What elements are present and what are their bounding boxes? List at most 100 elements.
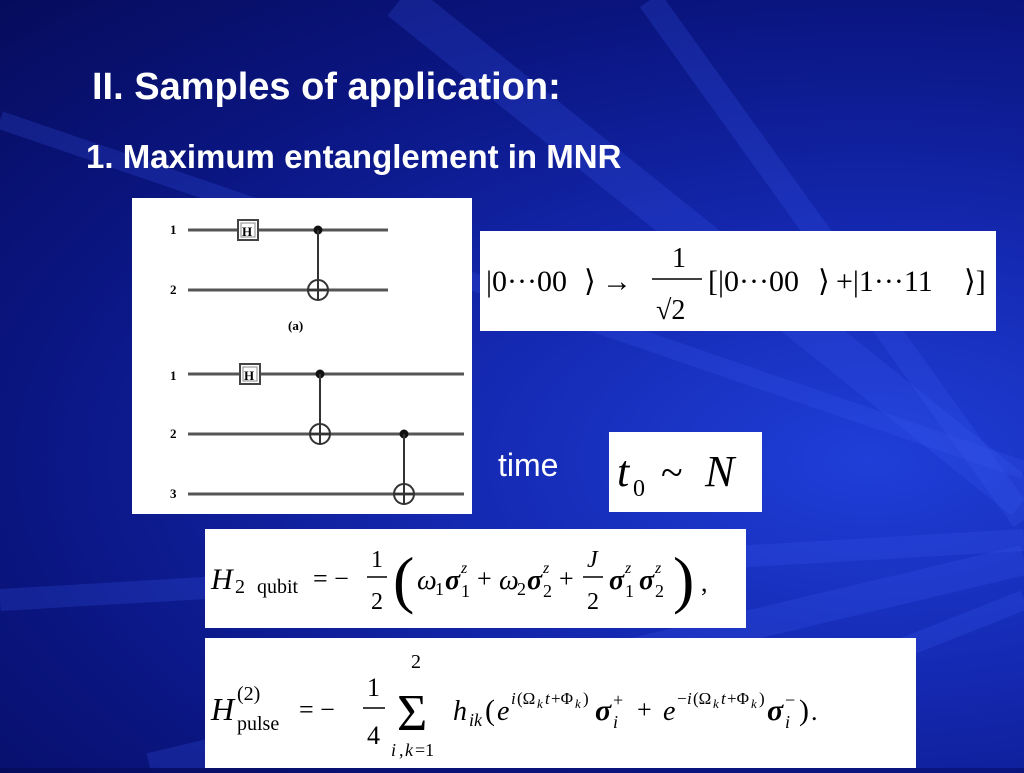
svg-text:): ) (759, 689, 765, 708)
svg-text:(Ω: (Ω (517, 689, 535, 708)
svg-text:2: 2 (371, 589, 383, 615)
svg-text:t: t (545, 689, 551, 708)
svg-text:+|1···11: +|1···11 (836, 265, 933, 298)
svg-text:→: → (602, 265, 632, 298)
svg-text:): ) (799, 694, 809, 727)
svg-text:2: 2 (517, 579, 526, 599)
svg-text:(: ( (485, 694, 495, 727)
svg-text:ik: ik (469, 710, 483, 730)
pulse-hamiltonian-formula: H (2) pulse = − 1 4 2 Σ i , k =1 h ik ( … (210, 651, 818, 760)
ghz-state-formula: |0···00 ⟩ → 1 √2 [|0···00 ⟩ +|1···11 ⟩] (486, 243, 986, 326)
svg-text:σ: σ (609, 565, 625, 596)
time-label: time (498, 447, 559, 483)
svg-text:t: t (721, 689, 727, 708)
svg-text:e: e (497, 696, 509, 727)
svg-text:1: 1 (371, 547, 383, 573)
time-scaling-equation: t 0 ~ N (609, 432, 762, 512)
circuit-b-wire-label-3: 3 (170, 486, 177, 501)
circuit-a-wire-label-2: 2 (170, 282, 177, 297)
svg-text:−: − (677, 689, 687, 708)
svg-text:ω: ω (499, 565, 519, 596)
slide-title: II. Samples of application: (92, 66, 561, 108)
svg-text:(2): (2) (237, 683, 260, 705)
svg-text:+: + (613, 690, 623, 710)
svg-text:~: ~ (661, 450, 683, 495)
svg-text:k: k (405, 740, 414, 760)
svg-text:.: . (811, 697, 818, 726)
svg-text:2: 2 (587, 589, 599, 615)
svg-text:z: z (460, 560, 468, 577)
quantum-circuit-diagram: 1 2 H (a) 1 2 3 H (170, 219, 464, 505)
svg-text:2: 2 (411, 651, 421, 673)
svg-text:N: N (704, 447, 737, 496)
svg-text:= −: = − (313, 564, 349, 593)
svg-text:+: + (477, 564, 492, 593)
svg-text:,: , (399, 740, 404, 760)
svg-text:=1: =1 (415, 740, 434, 760)
svg-text:): ) (673, 544, 694, 615)
svg-text:(: ( (393, 544, 414, 615)
circuit-diagram-panel: 1 2 H (a) 1 2 3 H (132, 198, 472, 514)
svg-text:J: J (587, 547, 599, 573)
svg-text:(Ω: (Ω (693, 689, 711, 708)
hadamard-gate-a (237, 219, 259, 241)
svg-text:+: + (637, 695, 652, 724)
svg-text:z: z (624, 560, 632, 577)
circuit-b-wire-label-2: 2 (170, 426, 177, 441)
svg-text:σ: σ (595, 694, 612, 727)
svg-text:k: k (537, 696, 543, 711)
circuit-a-caption: (a) (288, 318, 303, 333)
svg-text:): ) (583, 689, 589, 708)
svg-text:= −: = − (299, 695, 335, 724)
svg-text:i: i (687, 689, 692, 708)
svg-text:ω: ω (417, 565, 437, 596)
svg-text:+Φ: +Φ (551, 689, 573, 708)
svg-text:4: 4 (367, 721, 380, 750)
svg-text:−: − (785, 690, 795, 710)
svg-text:k: k (575, 696, 581, 711)
svg-text:⟩: ⟩ (584, 265, 596, 298)
svg-text:⟩: ⟩ (818, 265, 830, 298)
svg-text:i: i (511, 689, 516, 708)
hadamard-gate-b-label: H (244, 368, 254, 383)
svg-text:2: 2 (235, 576, 245, 598)
two-qubit-hamiltonian: H 2 qubit = − 1 2 ( ω 1 σ z 1 + ω 2 σ z … (205, 529, 746, 628)
two-qubit-hamiltonian-formula: H 2 qubit = − 1 2 ( ω 1 σ z 1 + ω 2 σ z … (210, 544, 708, 615)
svg-text:1: 1 (672, 243, 686, 274)
svg-text:0: 0 (633, 476, 645, 502)
svg-text:h: h (453, 696, 467, 727)
time-scaling-formula: t 0 ~ N (617, 447, 737, 502)
svg-text:+: + (559, 564, 574, 593)
svg-text:H: H (210, 563, 235, 596)
svg-text:z: z (654, 560, 662, 577)
hadamard-gate-b (239, 363, 261, 385)
svg-text:⟩]: ⟩] (964, 265, 986, 298)
svg-text:i: i (785, 712, 790, 732)
svg-text:1: 1 (367, 673, 380, 702)
svg-text:i: i (391, 740, 396, 760)
svg-text:σ: σ (445, 565, 461, 596)
svg-text:i: i (613, 712, 618, 732)
svg-text:σ: σ (527, 565, 543, 596)
slide-subtitle: 1. Maximum entanglement in MNR (86, 138, 622, 175)
svg-text:1: 1 (625, 581, 634, 601)
svg-text:√2: √2 (656, 295, 685, 326)
svg-text:Σ: Σ (397, 685, 427, 742)
svg-text:e: e (663, 696, 675, 727)
svg-text:pulse: pulse (237, 713, 279, 735)
svg-text:1: 1 (435, 579, 444, 599)
svg-text:σ: σ (639, 565, 655, 596)
svg-text:2: 2 (655, 581, 664, 601)
ghz-state-equation: |0···00 ⟩ → 1 √2 [|0···00 ⟩ +|1···11 ⟩] (480, 231, 996, 331)
svg-text:t: t (617, 447, 631, 496)
svg-text:k: k (751, 696, 757, 711)
hadamard-gate-a-label: H (242, 224, 252, 239)
circuit-a-wire-label-1: 1 (170, 222, 177, 237)
svg-text:σ: σ (767, 694, 784, 727)
svg-text:z: z (542, 560, 550, 577)
svg-text:qubit: qubit (257, 576, 299, 598)
circuit-b-wire-label-1: 1 (170, 368, 177, 383)
svg-text:k: k (713, 696, 719, 711)
svg-text:,: , (701, 568, 708, 597)
svg-text:|0···00: |0···00 (486, 265, 567, 298)
